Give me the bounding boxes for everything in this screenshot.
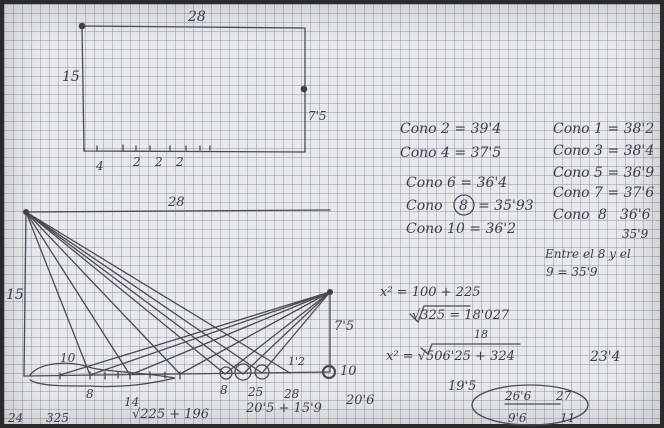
cone-label: 10 — [60, 351, 76, 365]
cone-line-value: 35'9 — [622, 227, 649, 241]
cone-line-value: 36'6 — [620, 207, 651, 223]
small-label: 1'2 — [288, 355, 306, 368]
bottom-text: 20'5 + 15'9 — [246, 401, 322, 416]
top-edge — [25, 209, 331, 213]
note-line: 9 = 35'9 — [546, 265, 598, 279]
cone-line: Cono 2 = 39'4 — [400, 121, 502, 137]
bottom-text: 24 — [8, 411, 24, 425]
graph-paper — [4, 4, 660, 424]
equation: √325 = 18'027 — [412, 308, 510, 323]
equation: 18 — [474, 328, 488, 341]
cone-line: Cono 10 = 36'2 — [406, 221, 517, 237]
cone-line: Cono 5 = 36'9 — [553, 165, 655, 181]
top-rectangle — [81, 25, 306, 153]
fraction-top: 27 — [556, 389, 572, 403]
cone-line: Cono 6 = 36'4 — [406, 175, 508, 191]
note-line: Entre el 8 y el — [545, 247, 631, 261]
fraction-top: 26'6 — [505, 389, 532, 403]
cone-line: Cono 4 = 37'5 — [400, 145, 502, 161]
cone-line-number: 8 — [598, 207, 607, 223]
fraction-bottom: 11 — [560, 411, 576, 425]
bottom-text: 325 — [46, 411, 69, 425]
top-width-label: 28 — [188, 9, 206, 25]
end-label: 10 — [340, 364, 357, 379]
cone-line-number: 8 — [459, 198, 468, 214]
cone-line-value: = 35'93 — [478, 198, 534, 214]
equation: 23'4 — [590, 349, 621, 365]
cone-line-label: Cono — [553, 207, 590, 223]
cone-label: 28 — [284, 387, 300, 401]
cone-line: Cono 3 = 38'4 — [553, 143, 655, 159]
cone-line: Cono 1 = 38'2 — [553, 121, 655, 137]
top-tick-line — [83, 144, 211, 152]
tick-label: 2 — [176, 155, 184, 169]
cone-label: 8 — [220, 383, 228, 397]
rays-from-left — [25, 211, 291, 376]
equation: x² = 100 + 225 — [380, 285, 481, 300]
equation: 19'5 — [448, 379, 477, 394]
cone-line-label: Cono — [406, 198, 443, 214]
bottom-right-label: 7'5 — [334, 319, 355, 334]
bottom-text: √225 + 196 — [132, 407, 210, 422]
tick-label: 2 — [133, 155, 141, 169]
cone-label: 14 — [124, 395, 140, 409]
cone-label: 25 — [248, 385, 264, 399]
bottom-top-label: 28 — [168, 195, 185, 210]
top-height-label: 15 — [62, 69, 80, 85]
left-diagonal-edge — [23, 211, 27, 377]
tick-label: 4 — [96, 159, 104, 173]
cone-line: Cono 7 = 37'6 — [553, 185, 655, 201]
top-right-label: 7'5 — [308, 109, 327, 123]
fraction-bottom: 9'6 — [508, 411, 527, 425]
equation: x² = √506'25 + 324 — [386, 349, 515, 364]
bottom-text: 20'6 — [346, 393, 375, 408]
cone-label: 8 — [86, 387, 94, 401]
tick-label: 2 — [155, 155, 163, 169]
bottom-left-label: 15 — [6, 287, 24, 303]
rays-to-right — [59, 291, 331, 376]
baseline — [23, 371, 331, 377]
scribble-shape — [29, 362, 176, 388]
